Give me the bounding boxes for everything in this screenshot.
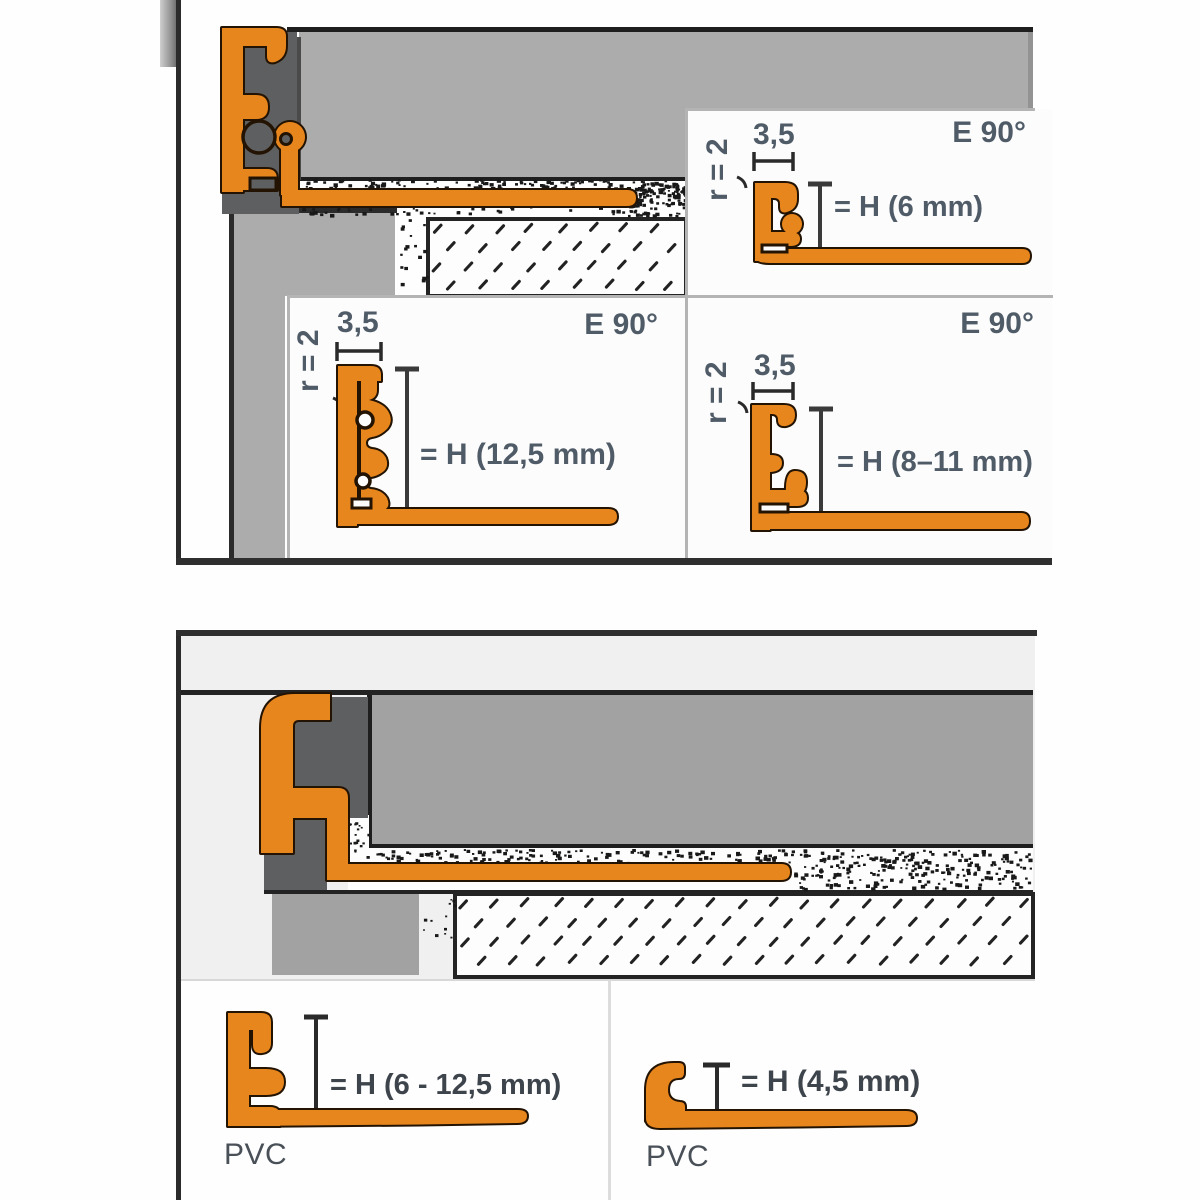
svg-text:r = 2: r = 2	[292, 329, 325, 392]
svg-text:= H (6 mm): = H (6 mm)	[834, 191, 983, 223]
svg-text:E 90°: E 90°	[952, 116, 1026, 149]
svg-text:= H (12,5 mm): = H (12,5 mm)	[420, 438, 616, 471]
svg-text:r = 2: r = 2	[701, 138, 734, 201]
svg-text:E 90°: E 90°	[960, 307, 1034, 340]
svg-text:r = 2: r = 2	[700, 361, 733, 424]
svg-text:3,5: 3,5	[753, 118, 795, 151]
svg-text:E 90°: E 90°	[584, 308, 658, 341]
svg-text:PVC: PVC	[224, 1138, 287, 1171]
svg-text:= H (8–11 mm): = H (8–11 mm)	[837, 446, 1033, 478]
svg-text:= H (6 - 12,5 mm): = H (6 - 12,5 mm)	[330, 1069, 561, 1101]
svg-text:PVC: PVC	[646, 1140, 709, 1173]
svg-text:3,5: 3,5	[754, 349, 796, 382]
svg-text:3,5: 3,5	[337, 306, 379, 339]
svg-text:= H (4,5 mm): = H (4,5 mm)	[741, 1065, 920, 1098]
